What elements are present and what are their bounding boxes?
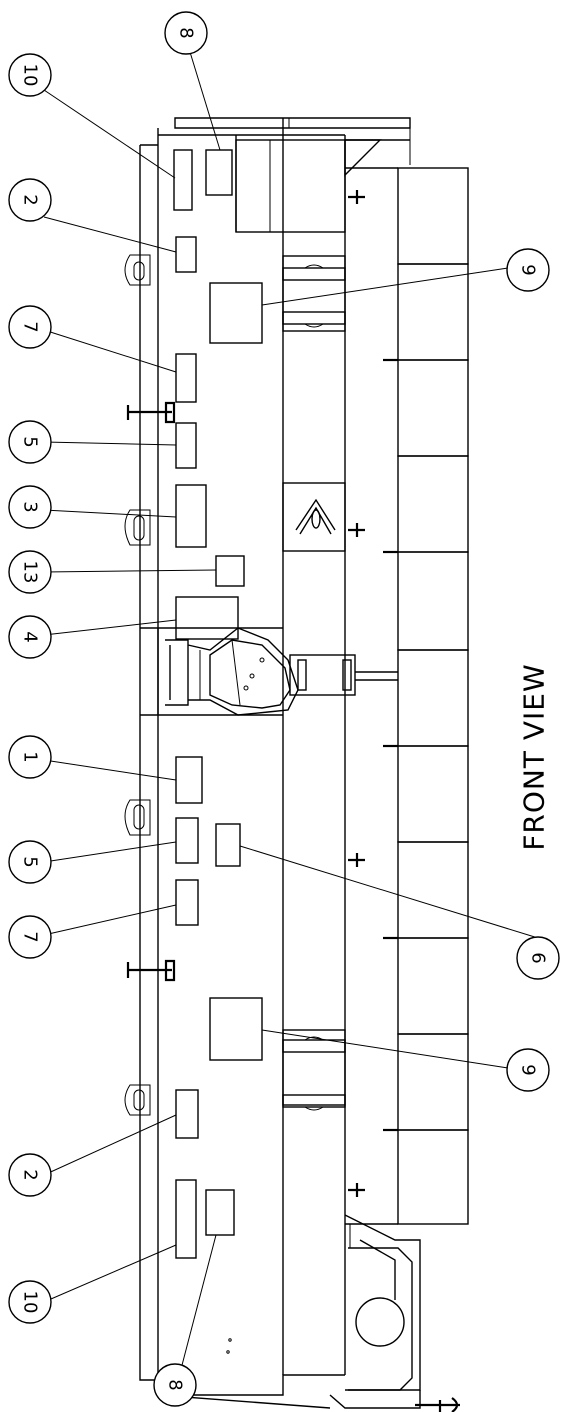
svg-text:7: 7	[20, 321, 41, 332]
view-title: FRONT VIEW	[518, 663, 551, 850]
decal-10-top	[173, 149, 193, 211]
svg-text:10: 10	[20, 64, 41, 87]
svg-text:1: 1	[20, 751, 41, 762]
decal-1	[175, 756, 203, 804]
decal-5-bottom	[175, 817, 199, 864]
decal-2-top	[175, 236, 197, 273]
callout-9-top: 9	[506, 248, 550, 292]
svg-text:2: 2	[20, 194, 41, 205]
callout-5-bottom: 5	[8, 840, 52, 884]
callout-7-bottom: 7	[8, 915, 52, 959]
decal-8-top	[205, 149, 233, 196]
svg-text:10: 10	[20, 1291, 41, 1314]
svg-text:8: 8	[165, 1379, 186, 1390]
svg-text:9: 9	[518, 264, 539, 275]
decal-5-top	[175, 422, 197, 469]
svg-text:8: 8	[176, 27, 197, 38]
callout-7-top: 7	[8, 305, 52, 349]
callout-6: 6	[516, 936, 560, 980]
svg-text:9: 9	[518, 1064, 539, 1075]
decal-6	[215, 823, 241, 867]
svg-text:3: 3	[20, 501, 41, 512]
decal-7-top	[175, 353, 197, 403]
svg-text:2: 2	[20, 1169, 41, 1180]
svg-text:5: 5	[20, 436, 41, 447]
decal-10-bottom	[175, 1179, 197, 1259]
callout-4: 4	[8, 615, 52, 659]
svg-text:5: 5	[20, 856, 41, 867]
callout-9-bottom: 9	[506, 1048, 550, 1092]
svg-text:13: 13	[20, 561, 41, 584]
callout-5-top: 5	[8, 420, 52, 464]
callout-1: 1	[8, 735, 52, 779]
callout-10-top: 10	[8, 53, 52, 97]
callout-10-bottom: 10	[8, 1280, 52, 1324]
label-decals	[173, 149, 263, 1259]
svg-text:4: 4	[20, 631, 41, 642]
callout-2-top: 2	[8, 178, 52, 222]
callout-2-bottom: 2	[8, 1153, 52, 1197]
decal-4	[175, 596, 239, 640]
callout-8-bottom: 8	[153, 1363, 197, 1407]
svg-text:7: 7	[20, 931, 41, 942]
decal-3	[175, 484, 207, 548]
decal-8-bottom	[205, 1189, 235, 1236]
decal-9-top	[209, 282, 263, 344]
decal-9-bottom	[209, 997, 263, 1061]
callout-8-top: 8	[164, 11, 208, 55]
decal-7-bottom	[175, 879, 199, 926]
leader-lines	[43, 51, 539, 1393]
decal-13	[215, 555, 245, 587]
decal-2-bottom	[175, 1089, 199, 1139]
svg-text:6: 6	[528, 952, 549, 963]
machine-body	[124, 117, 469, 1412]
callout-13: 13	[8, 550, 52, 594]
callout-3: 3	[8, 485, 52, 529]
